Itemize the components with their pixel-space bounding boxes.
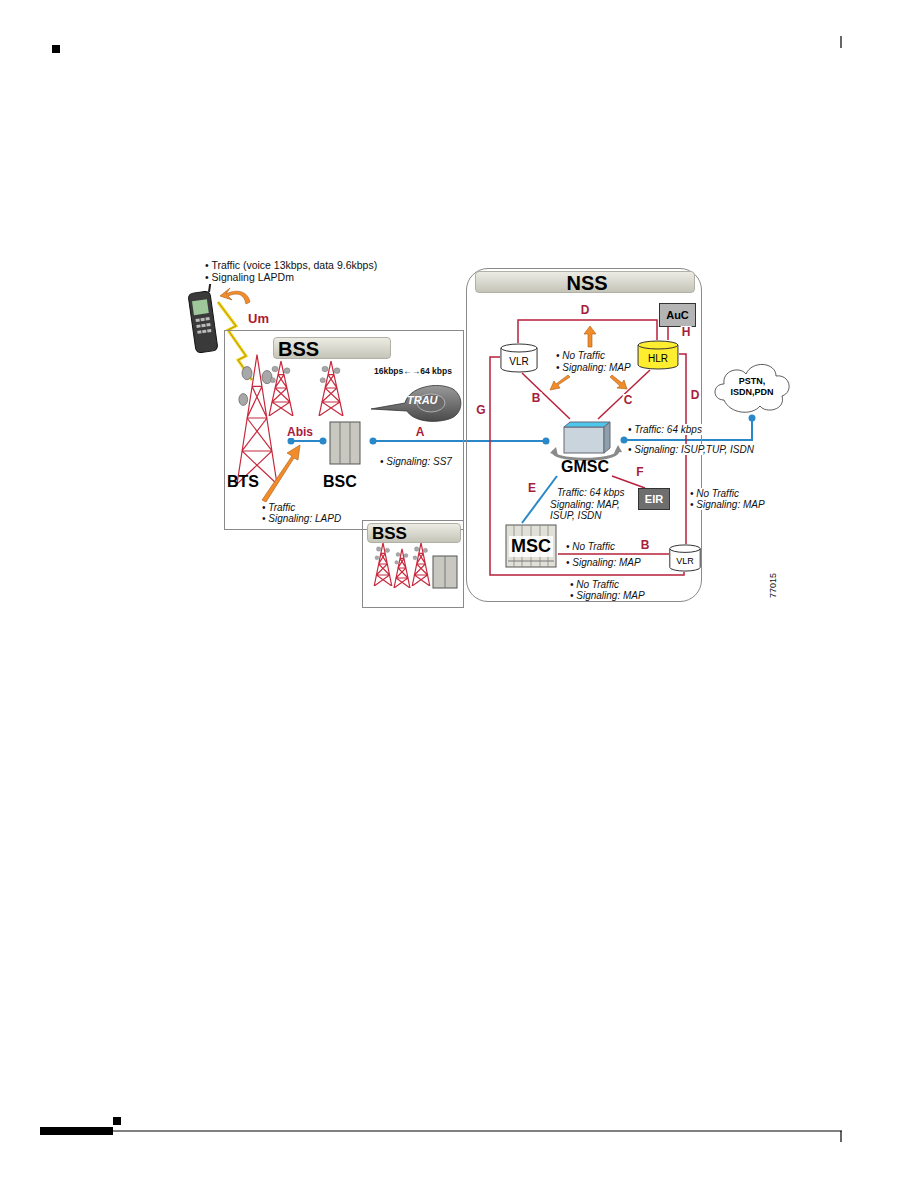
page-frame	[40, 36, 842, 1142]
register-cylinder: VLR	[669, 544, 701, 572]
link-line	[518, 320, 657, 343]
region-title: BSS	[273, 337, 391, 359]
trau-unit: TRAU	[369, 379, 463, 423]
interface-letter: C	[623, 394, 634, 406]
interface-link	[518, 320, 657, 343]
mobile-phone	[188, 278, 218, 353]
link-line	[558, 553, 669, 555]
interface-letter: B	[640, 539, 651, 551]
node-label: PSTN, ISDN,PDN	[726, 376, 778, 398]
node-label: VLR	[676, 550, 694, 566]
register-cylinder: VLR	[500, 343, 538, 373]
interface-link	[598, 370, 650, 419]
interface-link	[668, 327, 669, 340]
link-line	[667, 327, 669, 340]
annotation: • Signaling LAPDm	[205, 272, 294, 284]
annotation: • Traffic (voice 13kbps, data 9.6kbps)	[205, 260, 377, 272]
orange-arrows	[550, 326, 627, 390]
annotation: • Signaling: MAP	[570, 590, 645, 601]
interface-link	[522, 373, 570, 419]
link-end-dot	[288, 438, 295, 445]
link-end-dot	[543, 438, 550, 445]
region-title: NSS	[475, 271, 695, 293]
interface-link	[621, 415, 756, 444]
annotation: • No Traffic	[566, 541, 615, 552]
orange-arrow	[220, 288, 250, 304]
annotation: Traffic: 64 kbps	[557, 487, 625, 498]
annotation: • Signaling: LAPD	[262, 513, 341, 524]
annotation: • Traffic	[262, 502, 295, 513]
interface-letter: B	[531, 392, 542, 404]
interface-letter: Abis	[286, 426, 314, 438]
node-label: EIR	[645, 493, 663, 505]
node-label: AuC	[666, 309, 689, 321]
annotation: • No Traffic	[570, 579, 619, 590]
link-line	[490, 357, 684, 575]
link-line	[291, 440, 323, 442]
link-line	[598, 370, 650, 419]
link-end-dot	[749, 415, 756, 422]
orange-arrow	[262, 445, 300, 502]
annotation: 16kbps←→64 kbps	[374, 367, 452, 377]
annotation: • No Traffic	[690, 488, 739, 499]
node-label: GMSC	[561, 458, 609, 476]
bsc-cabinet	[330, 422, 457, 588]
register-cylinder: HLR	[637, 340, 679, 370]
subsystem-region: BSS	[362, 520, 464, 608]
region-title: BSS	[367, 523, 461, 543]
annotation: • Traffic: 64 kbps	[628, 424, 702, 435]
annotation: Signaling: MAP, ISUP, ISDN	[550, 499, 635, 521]
register-box: EIR	[638, 488, 670, 510]
equipment-node: BSC	[323, 421, 373, 491]
node-label: VLR	[509, 350, 528, 367]
figure-number: 77015	[768, 573, 778, 598]
node-label: HLR	[648, 347, 668, 364]
node-label: TRAU	[407, 394, 438, 406]
link-line	[624, 418, 752, 440]
interface-letter: A	[415, 426, 426, 438]
interface-letter: F	[635, 466, 644, 478]
annotation: Um	[248, 312, 269, 326]
interface-letter: D	[690, 389, 701, 401]
interface-letter: H	[681, 326, 692, 338]
subsystem-region: BSS BTS BSC TRAU	[224, 330, 464, 530]
node-label: MSC	[509, 536, 553, 557]
annotation: • Signaling: SS7	[380, 456, 452, 467]
link-end-dot	[621, 437, 628, 444]
link-line	[373, 440, 546, 442]
annotation: • No Traffic	[556, 350, 605, 361]
link-end-dot	[320, 438, 327, 445]
gateway-switch: GMSC	[546, 419, 624, 476]
annotation: • Signaling: MAP	[556, 362, 631, 373]
link-end-dot	[370, 438, 377, 445]
node-label: BSC	[323, 473, 357, 491]
network-cloud: PSTN, ISDN,PDN	[710, 356, 794, 418]
interface-link	[490, 357, 684, 575]
annotation: • Signaling: ISUP,TUP, ISDN	[628, 444, 754, 455]
equipment-node: BTS	[227, 353, 291, 491]
annotation: • Signaling: MAP	[566, 557, 641, 568]
node-label: BTS	[227, 473, 259, 491]
interface-link	[288, 438, 327, 445]
register-box: AuC	[659, 303, 696, 327]
interface-letter: G	[475, 404, 486, 416]
switch-cabinet: MSC	[504, 523, 558, 569]
interface-link	[370, 438, 550, 445]
annotation: • Signaling: MAP	[690, 499, 765, 510]
towers	[237, 355, 430, 588]
link-line	[522, 373, 570, 419]
interface-letter: D	[580, 304, 591, 316]
interface-link	[558, 554, 669, 555]
interface-letter: E	[527, 482, 537, 494]
